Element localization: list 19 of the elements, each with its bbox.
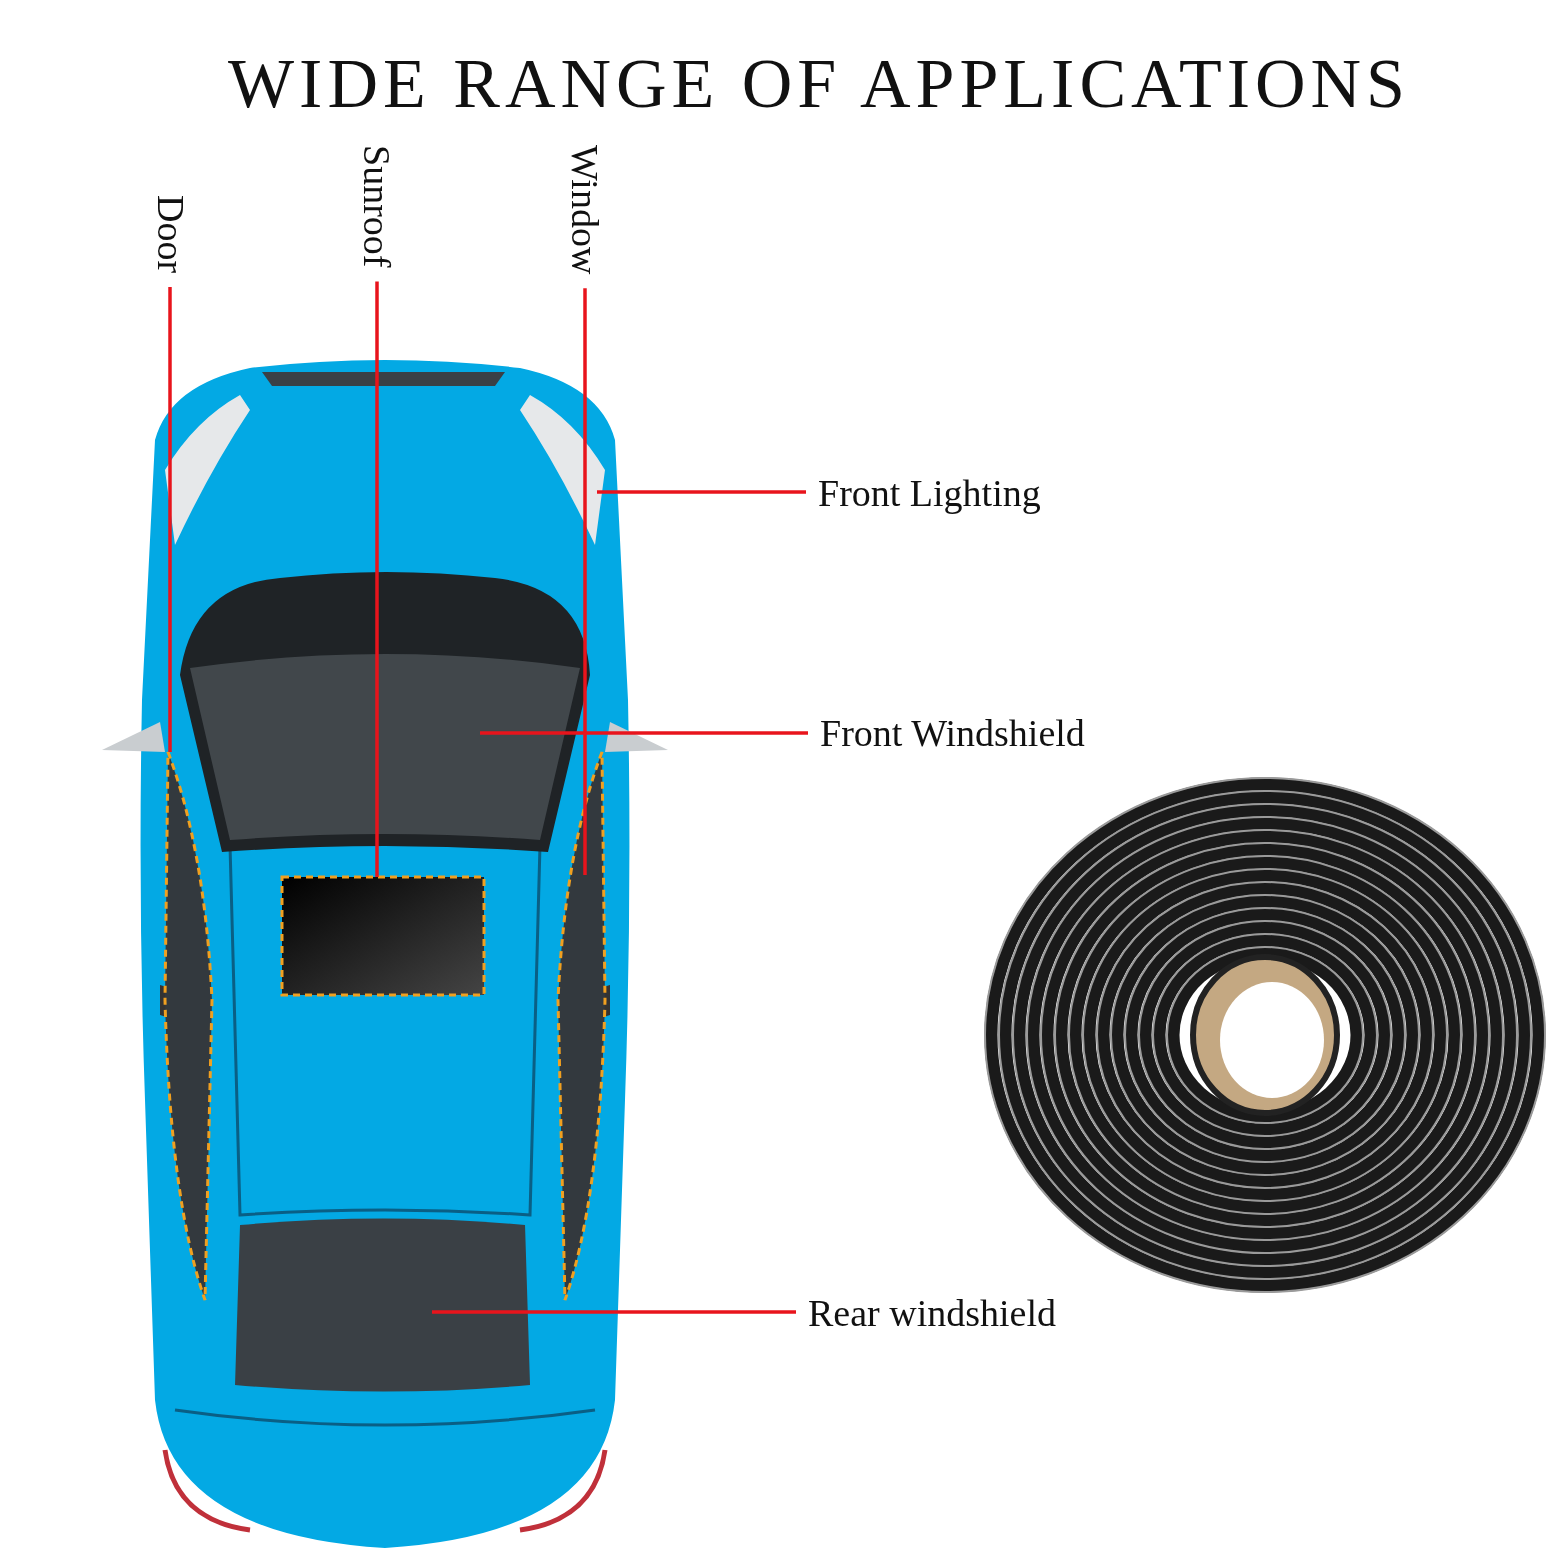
sunroof xyxy=(280,875,486,997)
headlight xyxy=(165,395,250,545)
leader-line xyxy=(597,490,806,494)
part-label: Door xyxy=(152,195,190,274)
title: WIDE RANGE OF APPLICATIONS xyxy=(228,44,1410,124)
side-window xyxy=(556,750,607,1302)
leader-line xyxy=(432,1310,796,1314)
part-label: Front Windshield xyxy=(820,714,1085,752)
leader-line xyxy=(375,281,379,877)
headlight xyxy=(520,395,605,545)
door-window xyxy=(163,750,214,1302)
front-windshield xyxy=(190,654,580,840)
rear-windshield xyxy=(235,1218,530,1392)
part-label: Front Lighting xyxy=(818,474,1041,512)
part-label: Rear windshield xyxy=(808,1294,1056,1332)
part-label: Window xyxy=(566,145,604,275)
part-label: Sunroof xyxy=(358,145,396,268)
leader-line xyxy=(168,287,172,752)
leader-line xyxy=(480,731,808,735)
